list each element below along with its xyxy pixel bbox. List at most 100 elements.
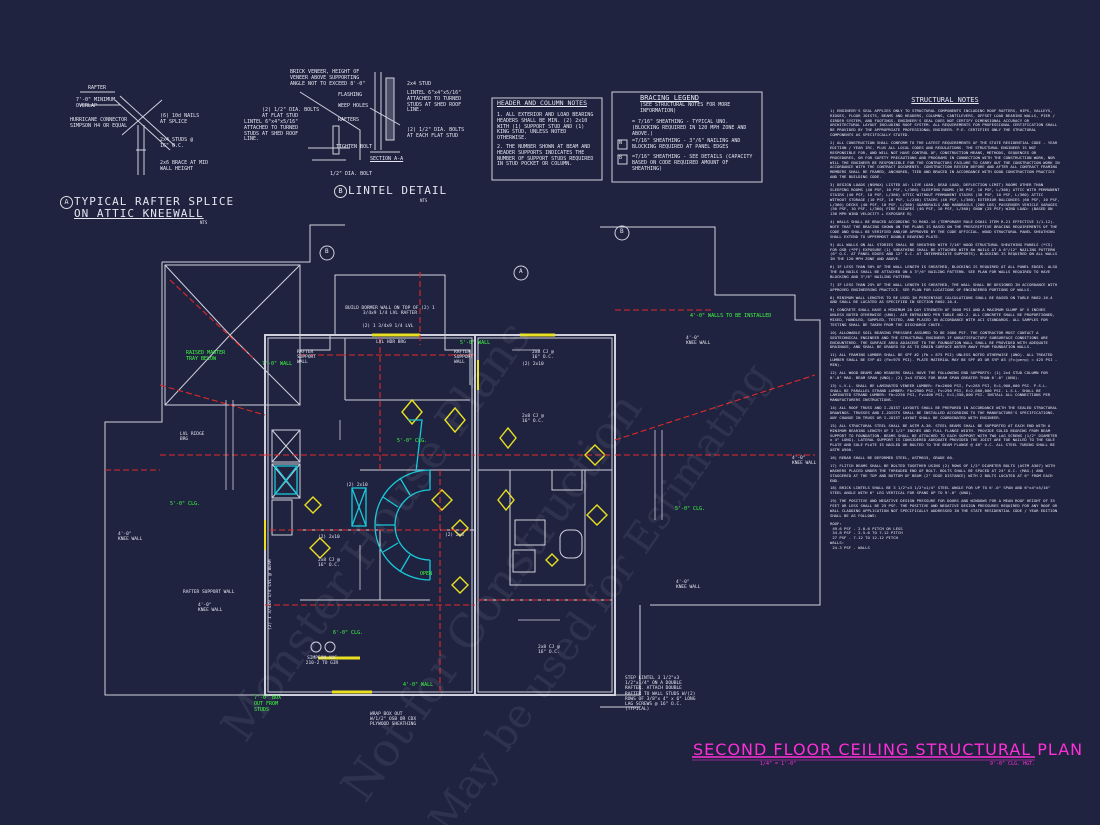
- plan-note: (2) 1 3/4x9 1/4 LVL: [362, 324, 414, 329]
- structural-note: 7) IF LESS THAN 25% OF THE WALL LENGTH I…: [830, 281, 1058, 292]
- plan-note: 4'-0" KNEE WALL: [198, 603, 223, 614]
- plan-note-green: 7'-0" WALL: [262, 361, 293, 367]
- beam-lines: [105, 272, 816, 692]
- bracing-legend-item-3: =7/16" SHEATHING - SEE DETAILS (CAPACITY…: [632, 154, 753, 172]
- structural-note: 2) ALL CONSTRUCTION SHALL CONFORM TO THE…: [830, 140, 1060, 180]
- structural-note: 5) ALL WALLS ON ALL STORIES SHALL BE SHE…: [830, 241, 1058, 262]
- detail-b-tag: B: [334, 185, 347, 198]
- detail-b-label-bolt: 1/2" DIA. BOLT: [330, 171, 373, 177]
- detail-a-drawing: [80, 91, 176, 175]
- detail-b-label-veneer: BRICK VENEER, HEIGHT OF VENEER ABOVE SUP…: [290, 69, 366, 87]
- detail-b-label-stud: 2x4 STUD: [407, 81, 432, 87]
- plan-note-green: 4'-0" WALL: [403, 682, 434, 688]
- header-notes-item-1: 1. ALL EXTERIOR AND LOAD BEARING HEADERS…: [497, 112, 594, 141]
- plan-note: 4'-0" KNEE WALL: [118, 532, 143, 543]
- detail-b-label-flashing: FLASHING: [338, 92, 363, 98]
- structural-note: 12) ALL WOOD BEAMS AND HEADERS SHALL HAV…: [830, 369, 1048, 380]
- plan-note-green: 5'-0" CLG.: [170, 501, 201, 507]
- detail-b-label-rafters: RAFTERS: [338, 117, 360, 123]
- structural-note: 19) THE POSITIVE AND NEGATIVE DESIGN PRE…: [830, 498, 1058, 518]
- plan-note-green: 5'-0" CLG.: [397, 438, 428, 444]
- plan-note: LVL HDR BRG: [376, 340, 406, 345]
- roof-outline-right: [600, 226, 821, 606]
- detail-a-label-overlap: 7'-0" MINIMUM OVERLAP: [76, 97, 116, 109]
- plan-note-green: 6'-0" CLG.: [333, 630, 364, 636]
- detail-b-label-bolts-2: (2) 1/2" DIA. BOLTS AT EACH FLAT STUD: [407, 127, 465, 139]
- detail-b-label-weep: WEEP HOLES: [338, 103, 369, 109]
- detail-a-title-2: ON ATTIC KNEEWALL: [74, 207, 204, 220]
- sheet-title: SECOND FLOOR CEILING STRUCTURAL PLAN: [693, 740, 1084, 759]
- plan-note: RAFTER SUPPORT WALL: [297, 350, 316, 366]
- bracing-legend-sub: (SEE STRUCTURAL NOTES FOR MORE INFORMATI…: [640, 102, 731, 114]
- plan-note: 4'-0" KNEE WALL: [686, 336, 711, 347]
- bracing-legend-marker-b: B: [619, 155, 623, 161]
- detail-b-section: SECTION A-A: [370, 156, 404, 162]
- plan-note: 2x8 CJ @ 16" O.C.: [538, 645, 560, 656]
- detail-b-label-bolts: (2) 1/2" DIA. BOLTS AT FLAT STUD: [262, 107, 320, 119]
- plan-note: (2) 1 3/4x9 1/4 LVL @ BEAM: [268, 559, 273, 630]
- roof-outline-left-lower: [104, 262, 265, 696]
- structural-note: 11) ALL FRAMING LUMBER SHALL BE SPF #2 (…: [830, 352, 1058, 367]
- header-notes-heading: HEADER AND COLUMN NOTES: [497, 99, 588, 107]
- structural-note: 4) WALLS SHALL BE BRACED ACCORDING TO R6…: [830, 219, 1058, 239]
- bracing-legend-marker-n: N: [619, 140, 623, 146]
- structural-note: 15) ALL STRUCTURAL STEEL SHALL BE ASTM A…: [830, 422, 1058, 453]
- plan-note: LVL RIDGE BRG: [180, 432, 205, 443]
- plan-note: 2x8 CJ @ 16" O.C.: [522, 414, 544, 425]
- detail-b-label-tighten: TIGHTEN BOLT: [336, 144, 373, 150]
- plan-note: 2x8 CJ @ 16" O.C.: [532, 350, 554, 361]
- detail-a-label-brace: 2x6 BRACE AT MID WALL HEIGHT: [160, 160, 209, 172]
- detail-b-drawing: [299, 72, 401, 161]
- header-notes-item-2: 2. THE NUMBER SHOWN AT BEAM AND HEADER S…: [497, 144, 594, 168]
- plan-note-green: 5'-0" CLG.: [675, 506, 706, 512]
- structural-note: 18) BRICK LINTELS SHALL BE 3 1/2"x3 1/2"…: [830, 485, 1051, 496]
- structural-note: 3) DESIGN LOADS (NSMAX) LISTED AS: LIVE …: [830, 182, 1060, 217]
- plan-note: STEP LINTEL 3 1/2"x3 1/2"x1/4" ON A DOUB…: [625, 676, 696, 713]
- detail-a-title-1: TYPICAL RAFTER SPLICE: [74, 195, 235, 208]
- plan-note: RAFTER SUPPORT WALL: [183, 590, 235, 595]
- structural-note: 17) FLITCH BEAMS SHALL BE BOLTED TOGETHE…: [830, 462, 1055, 483]
- structural-note: 13) L.V.L. SHALL BE LAMINATED VENEER LUM…: [830, 382, 1051, 403]
- structural-note: ROOF: 49.6 PSF - 2.0-6 PITCH OR LESS 34.…: [830, 520, 903, 550]
- detail-b-label-lintel-2: LINTEL 6"x4"x5/16" ATTACHED TO TURNED ST…: [407, 90, 462, 114]
- plan-note-green: 4'-0" WALLS TO BE INSTALLED: [690, 313, 772, 319]
- structural-note: 1) ENGINEER'S SEAL APPLIES ONLY TO STRUC…: [830, 107, 1058, 138]
- plan-note: WRAP BOX OUT W/1/2" OSB OR CDX PLYWOOD S…: [370, 712, 417, 728]
- bracing-legend-item-1: = 7/16" SHEATHING - TYPICAL UNO. (BLOCKI…: [632, 119, 747, 137]
- plan-note: 2x8 CJ @ 16" O.C.: [318, 558, 340, 569]
- plan-note: (2) 2x8: [445, 533, 464, 538]
- plan-note-green: 5'-0" WALL: [460, 340, 491, 346]
- plan-note: (2) 2x10: [318, 535, 340, 540]
- structural-note: 16) REBAR SHALL BE DEFORMED STEEL, ASTM6…: [830, 455, 955, 460]
- plan-note: (2) 2x10: [522, 362, 544, 367]
- plan-note-green: OPEN: [420, 571, 433, 577]
- detail-a-tag: A: [60, 196, 73, 209]
- detail-a-label-nails: (6) 10d NAILS AT SPLICE: [160, 113, 200, 125]
- plan-note-green: 7'-0" BOX OUT FROM STUDS: [254, 695, 282, 713]
- detail-a-nts: NTS: [200, 220, 208, 225]
- structural-note: 8) MINIMUM WALL LENGTHS TO BE USED IN PE…: [830, 294, 1053, 305]
- structural-notes: STRUCTURAL NOTES 1) ENGINEER'S SEAL APPL…: [830, 96, 1060, 554]
- sheet-scale: 1/4" = 1'-0": [760, 761, 797, 767]
- plan-note: SIMPSON HUC 210-2 TO GIR: [305, 656, 339, 667]
- detail-b-nts: NTS: [420, 198, 428, 203]
- structural-note: 6) IF LESS THAN 50% OF THE WALL LENGTH I…: [830, 264, 1058, 279]
- plan-tag: B: [620, 228, 624, 235]
- plan-note: RAFTER SUPPORT WALL: [454, 350, 473, 366]
- plan-tag: B: [325, 248, 329, 255]
- bracing-legend-heading: BRACING LEGEND: [640, 94, 700, 102]
- roof-outline-left: [162, 224, 345, 263]
- bracing-legend-item-2: =7/16" SHEATHING - 3"/6" NAILING AND BLO…: [632, 138, 741, 150]
- plan-note-green: RAISED MASTER TRAY BELOW: [186, 350, 226, 362]
- detail-a-label-studs: 2x4 STUDS @ 16" O.C.: [160, 137, 194, 149]
- sheet-ceiling-height: 9'-0" CLG. HGT.: [990, 761, 1036, 767]
- plan-tag: A: [519, 268, 523, 275]
- structural-note: 10) ALLOWABLE SOIL BEARING PRESSURE ASSU…: [830, 329, 1048, 350]
- plan-note: 4'-0" KNEE WALL: [676, 580, 701, 591]
- detail-b-title: LINTEL DETAIL: [348, 184, 448, 197]
- plan-note: 4'-0" KNEE WALL: [792, 456, 817, 467]
- plan-note: (2) 2x10: [346, 483, 368, 488]
- detail-a-label-connector: HURRICANE CONNECTOR SIMPSON H4 OR EQUAL: [70, 117, 128, 129]
